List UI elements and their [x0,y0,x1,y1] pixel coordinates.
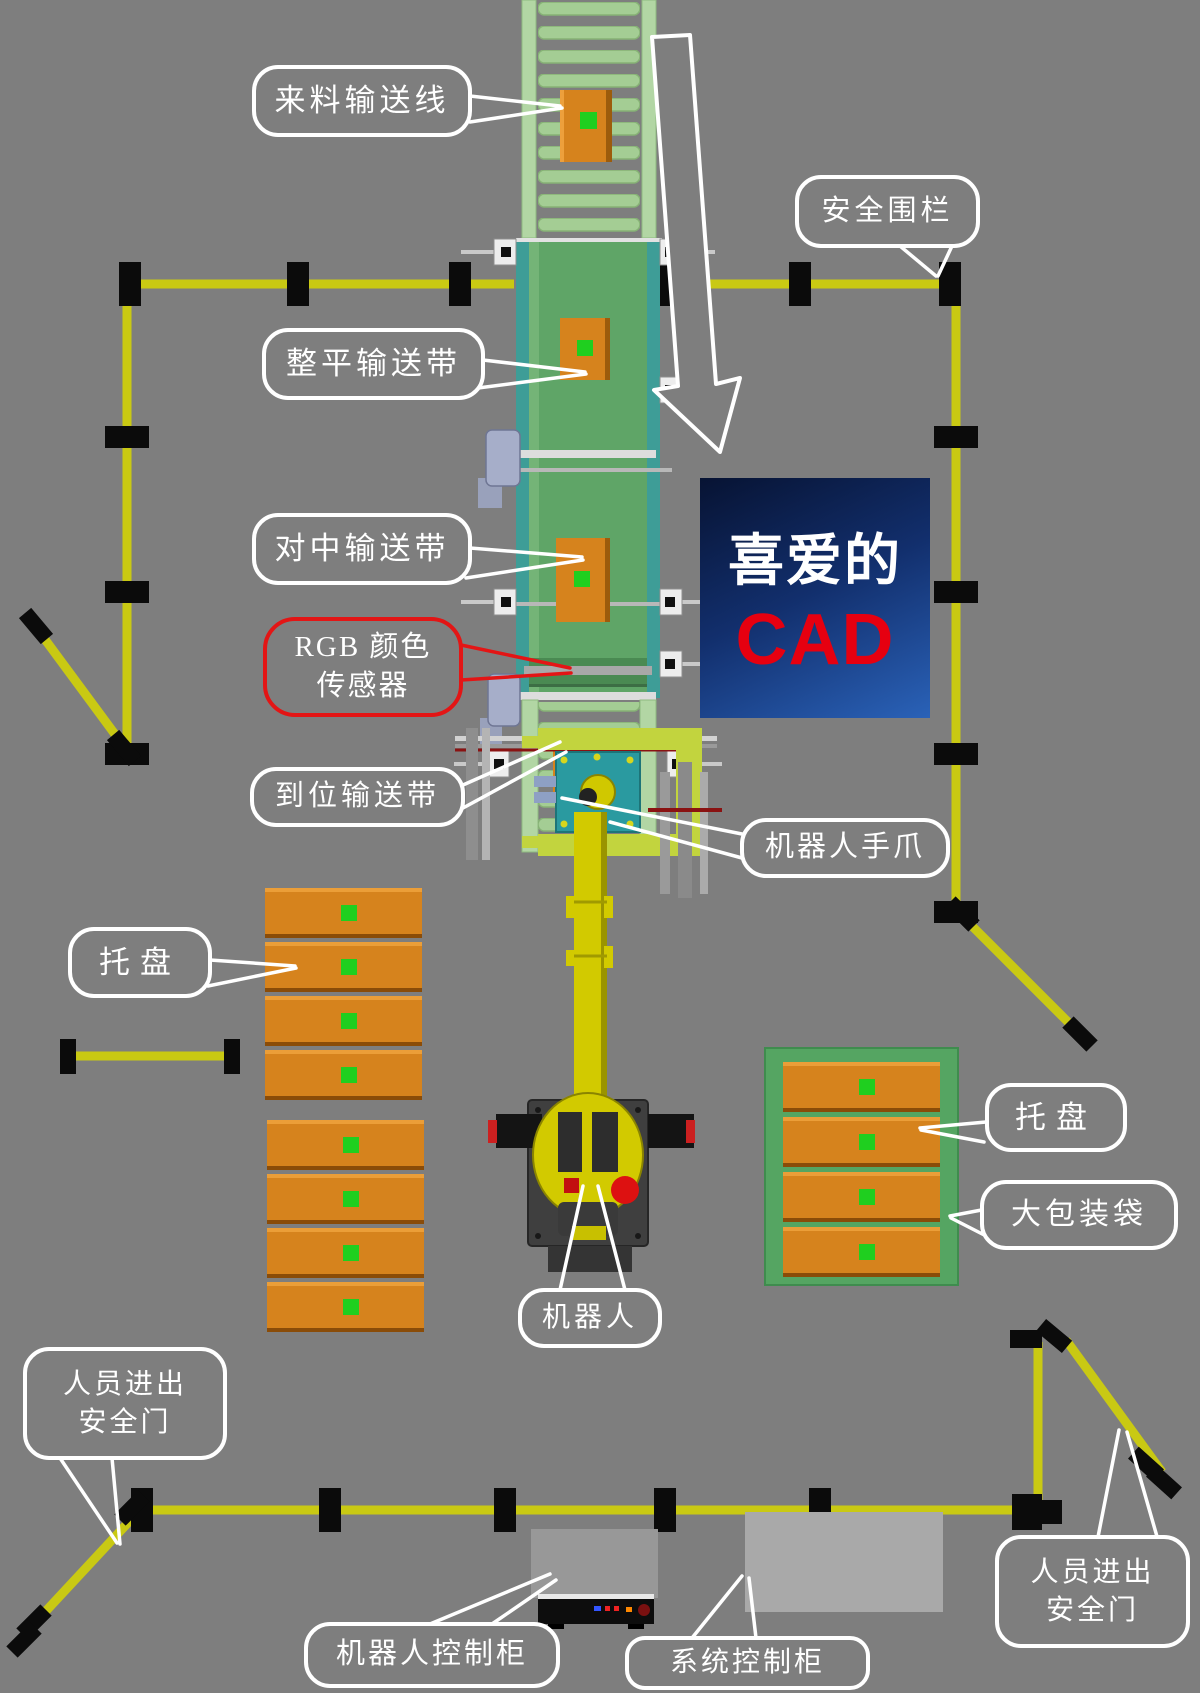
safety-fence [6,262,1182,1658]
callout-inposition-conveyor-text: 到位输送带 [274,780,440,813]
callout-left-safety-door-line1: 人员进出 [62,1368,187,1400]
callout-pallet-right: 托盘 [985,1083,1127,1152]
callout-centering-conveyor-text: 对中输送带 [274,531,450,567]
incoming-roller-conveyor [521,0,657,239]
rgb-sensor-pointer [459,643,573,682]
flattening-belt-conveyor [516,242,660,458]
callout-right-safety-door-line2: 安全门 [1045,1594,1139,1626]
callout-big-bag: 大包装袋 [980,1180,1178,1250]
right-mid-gate [960,914,1088,1042]
conveyor-motors [478,429,521,748]
callout-safety-fence: 安全围栏 [795,175,980,248]
callout-right-safety-door: 人员进出 安全门 [995,1535,1190,1648]
system-control-cabinet [745,1512,943,1612]
callout-robot-gripper-text: 机器人手爪 [764,831,925,864]
flow-arrow [650,33,742,454]
callout-robot-text: 机器人 [541,1302,638,1334]
callout-left-safety-door-line2: 安全门 [78,1406,172,1438]
bottom-right-gate [1062,1337,1166,1475]
callout-inposition-conveyor: 到位输送带 [250,767,465,827]
callout-flattening-conveyor-text: 整平输送带 [286,346,461,382]
callout-rgb-sensor: RGB 颜色 传感器 [263,617,463,717]
callout-safety-fence-text: 安全围栏 [821,194,954,227]
callout-robot-cabinet: 机器人控制柜 [304,1622,560,1688]
big-bag-with-pallet [764,1047,959,1286]
callout-pallet-right-text: 托盘 [1015,1099,1097,1135]
carton-on-centering [556,538,610,622]
callout-left-safety-door: 人员进出 安全门 [23,1347,227,1460]
callout-robot-gripper: 机器人手爪 [740,818,950,878]
callout-robot: 机器人 [518,1288,662,1348]
callout-system-cabinet-text: 系统控制柜 [669,1647,825,1679]
callout-pallet-left-text: 托盘 [99,944,181,980]
callout-system-cabinet: 系统控制柜 [625,1636,870,1690]
callout-rgb-sensor-line2: 传感器 [316,670,410,702]
watermark-line2: CAD [735,599,895,680]
watermark-line1: 喜爱的 [728,528,902,592]
callout-rgb-sensor-line1: RGB 颜色 [294,630,432,663]
callout-flattening-conveyor: 整平输送带 [262,328,485,400]
callout-robot-cabinet-text: 机器人控制柜 [335,1638,528,1671]
carton-on-incoming [560,90,612,162]
centering-belt-conveyor [500,458,672,700]
callout-pointers [58,94,1162,1640]
robot-counterweights [488,1114,695,1148]
callout-right-safety-door-line1: 人员进出 [1030,1556,1155,1588]
robot-gripper-assembly [455,728,722,898]
fence-posts [6,262,1182,1658]
pallet-left-bottom [267,1120,424,1332]
left-gate [34,627,132,755]
bottom-left-gate [28,1508,142,1630]
callout-big-bag-text: 大包装袋 [1011,1197,1147,1231]
callout-incoming-line-text: 来料输送线 [274,83,450,119]
callout-pallet-left: 托盘 [68,927,212,998]
pallet-left-top [265,888,422,1100]
cad-watermark: 喜爱的 CAD [700,478,930,718]
robot [488,812,695,1272]
robot-control-cabinet [531,1529,658,1629]
callout-incoming-line: 来料输送线 [252,65,472,137]
callout-centering-conveyor: 对中输送带 [252,513,472,585]
